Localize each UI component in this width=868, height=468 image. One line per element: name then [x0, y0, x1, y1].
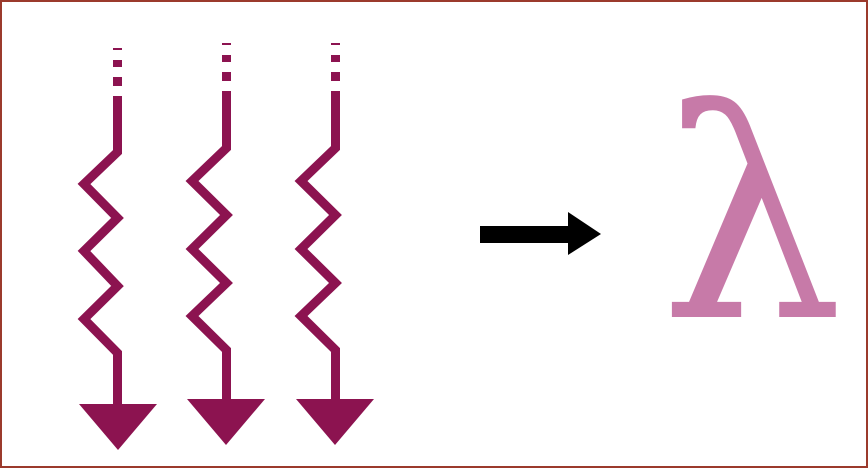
- lambda-symbol: λ: [660, 49, 844, 386]
- wave-dash: [113, 60, 122, 67]
- wave-dash: [331, 72, 340, 81]
- wave-zigzag: [185, 91, 233, 400]
- wave-dash: [331, 55, 340, 62]
- wave-zigzag: [294, 91, 342, 400]
- wave-dash: [113, 77, 122, 86]
- wave-dash: [113, 48, 122, 50]
- wave-dash: [222, 72, 231, 81]
- wave-arrowhead: [79, 404, 157, 450]
- wave-arrowhead: [296, 399, 374, 445]
- wave-dash: [222, 55, 231, 62]
- wave-dash: [331, 43, 340, 45]
- wave-arrow-3: [294, 43, 374, 445]
- wave-arrowhead: [187, 399, 265, 445]
- wave-dash: [222, 43, 231, 45]
- wave-zigzag: [77, 96, 124, 405]
- right-arrow-icon: [480, 212, 601, 255]
- wave-arrow-2: [185, 43, 265, 445]
- wave-arrow-1: [77, 48, 157, 450]
